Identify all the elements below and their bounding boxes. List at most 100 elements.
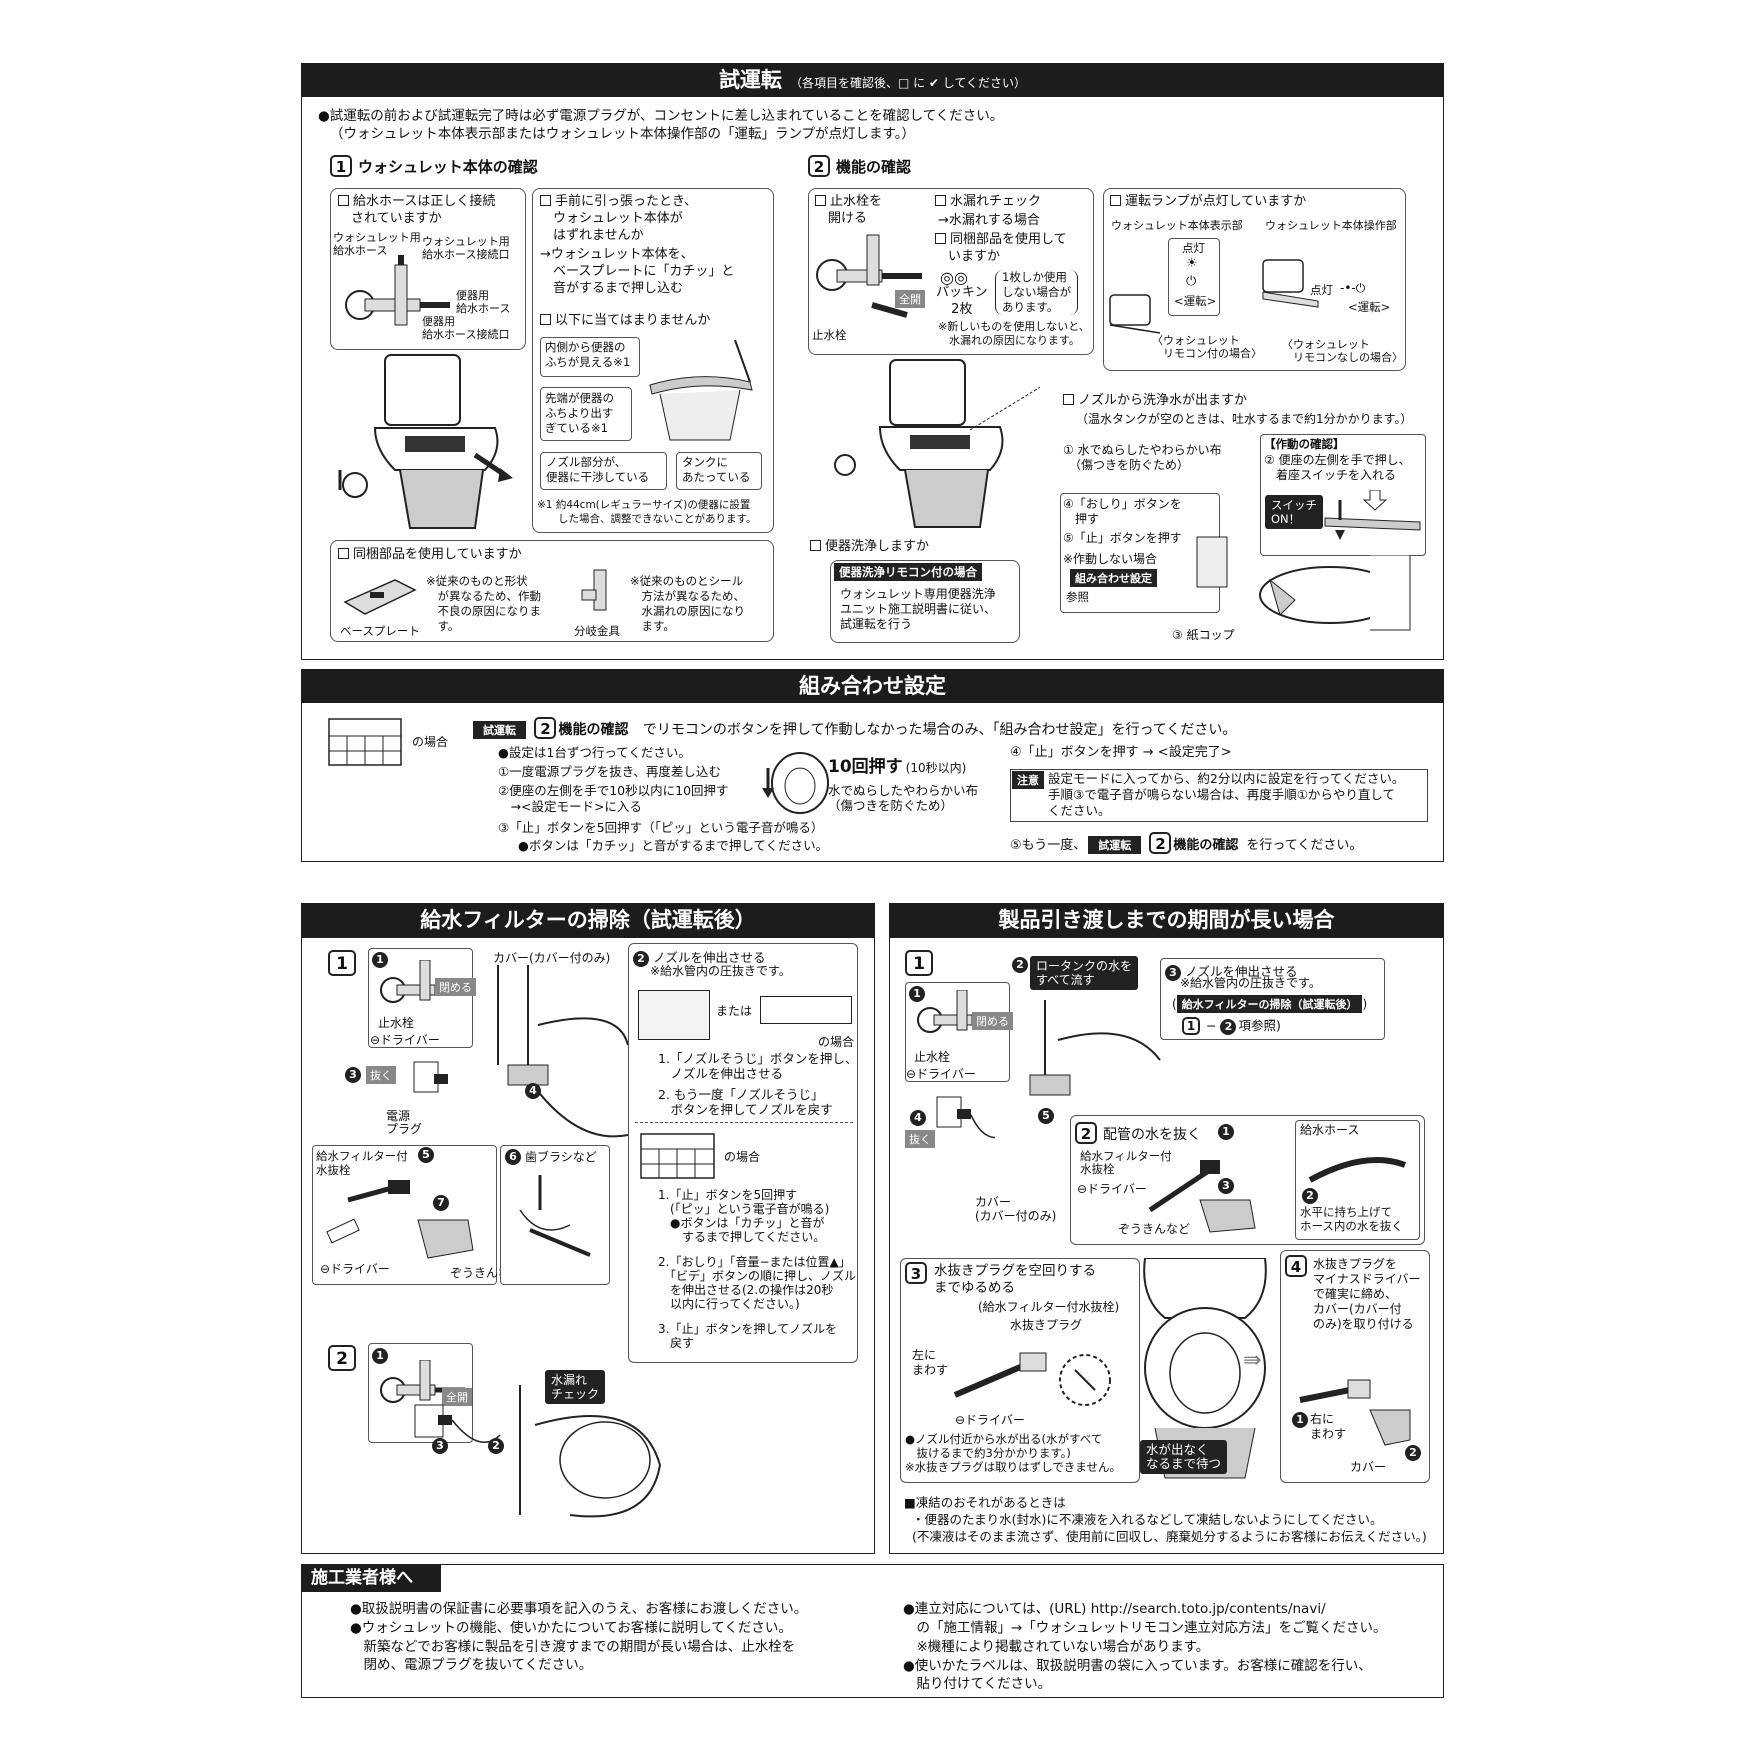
trial-title: 試運転 bbox=[718, 68, 782, 92]
nozzle-step1: ① 水でぬらしたやわらかい布 （傷つきを防ぐため） bbox=[1063, 443, 1222, 472]
parts-label-2: 分岐金具 bbox=[574, 624, 620, 638]
remote-b-icon bbox=[760, 996, 852, 1024]
brush-box bbox=[500, 1145, 610, 1285]
hose-label-2: ウォシュレット用 給水ホース接続口 bbox=[422, 235, 510, 261]
freeze-1: ・便器のたまり水(封水)に不凍液を入れるなどして凍結しないようにしてください。 bbox=[912, 1512, 1383, 1527]
checkbox[interactable] bbox=[540, 314, 551, 325]
long-step-1: 1 bbox=[905, 950, 939, 976]
checkbox[interactable] bbox=[815, 195, 826, 206]
toilet-illustration-1 bbox=[338, 354, 513, 529]
long-right-label: 右に まわす bbox=[1310, 1412, 1347, 1441]
checkbox[interactable] bbox=[540, 195, 551, 206]
seat-press-illustration bbox=[1324, 490, 1421, 540]
long-hose-label: 給水ホース bbox=[1300, 1123, 1360, 1137]
caution-tag: 注意 bbox=[1012, 771, 1044, 789]
long-cover-label: カバー (カバー付のみ) bbox=[975, 1195, 1057, 1223]
installer-r1: ●連立対応については、(URL) http://search.toto.jp/c… bbox=[903, 1601, 1326, 1617]
remote-a-icon bbox=[638, 990, 710, 1040]
combo-ten: 10回押す(10秒以内) bbox=[828, 757, 967, 777]
flush-check: 便器洗浄しますか bbox=[810, 538, 929, 555]
toilet-illustration-2 bbox=[834, 359, 1040, 528]
long-valve-label: 止水栓 bbox=[914, 1050, 951, 1064]
hose-label-4: 便器用 給水ホース接続口 bbox=[422, 315, 510, 341]
valve-label: 止水栓 bbox=[812, 328, 847, 342]
power-plug-label: 電源 プラグ bbox=[386, 1109, 423, 1136]
nozzle-divider bbox=[635, 1122, 853, 1123]
long-left-label: 左に まわす bbox=[912, 1348, 949, 1377]
checkbox[interactable] bbox=[338, 548, 349, 559]
new-note: ※新しいものを使用しないと、 水漏れの原因になります。 bbox=[938, 320, 1090, 347]
long-nozzle-note: ※給水管内の圧抜きです。 bbox=[1180, 976, 1321, 990]
long-s4-step-1-icon: 1 bbox=[1292, 1412, 1308, 1428]
checkbox[interactable] bbox=[810, 540, 821, 551]
step45-box bbox=[1060, 493, 1220, 613]
drain-box bbox=[312, 1145, 497, 1285]
combo-c1: ①一度電源プラグを抜き、再度差し込む bbox=[498, 764, 721, 779]
long-hose-note: 水平に持ち上げて ホース内の水を抜く bbox=[1300, 1205, 1403, 1233]
parts-note-2: ※従来のものとシール 方法が異なるため、 水漏れの原因になり ます。 bbox=[630, 574, 745, 633]
s2-number: 2 bbox=[808, 155, 830, 177]
lamp-display-label: ウォシュレット本体表示部 bbox=[1111, 219, 1243, 232]
lamp-display-box bbox=[1168, 238, 1220, 316]
fit-c bbox=[540, 452, 667, 490]
or-label: または bbox=[716, 1004, 753, 1018]
fit-d-text: タンクに あたっている bbox=[682, 455, 751, 484]
case-b-label: の場合 bbox=[724, 1150, 761, 1164]
step-4-icon: 4 bbox=[525, 1083, 541, 1099]
unten-label-1: <運転> bbox=[1174, 294, 1217, 308]
checkbox[interactable] bbox=[1063, 394, 1074, 405]
long-s3-illustration bbox=[953, 1352, 1111, 1406]
installer-l1: ●取扱説明書の保証書に必要事項を記入のうえ、お客様にお渡しください。 bbox=[350, 1601, 808, 1617]
flush-remote-tag: 便器洗浄リモコン付の場合 bbox=[834, 563, 982, 581]
hose-label-1: ウォシュレット用 給水ホース bbox=[333, 231, 421, 257]
op-title: 【作動の確認】 bbox=[1264, 437, 1345, 451]
combo-case: の場合 bbox=[412, 735, 449, 749]
long-s4-title: 水抜きプラグを マイナスドライバー で確実に締め、 カバー(カバー付 のみ)を取… bbox=[1313, 1257, 1421, 1331]
long-plug-label: 水抜きプラグ bbox=[1010, 1318, 1083, 1332]
combo-cloth: 水でぬらしたやわらかい布 （傷つきを防ぐため） bbox=[828, 783, 979, 813]
long-drain-step-1-icon: 1 bbox=[1218, 1124, 1234, 1140]
step-7-icon: 7 bbox=[433, 1195, 449, 1211]
long-title: 製品引き渡しまでの期間が長い場合 bbox=[998, 908, 1335, 932]
seat-press-10-illustration bbox=[762, 752, 829, 814]
unten-label-2: <運転> bbox=[1348, 300, 1391, 314]
cup-toilet-illustration bbox=[1259, 555, 1411, 631]
packing-note: 1枚しか使用 しない場合が あります。 bbox=[995, 270, 1078, 315]
installer-l2: ●ウォシュレットの機能、使いかたについてお客様に説明してください。 bbox=[350, 1620, 792, 1636]
remote-grid-icon-2 bbox=[640, 1133, 715, 1179]
remote-yes: 〈ウォシュレット リモコン付の場合〉 bbox=[1152, 334, 1262, 360]
filter-title: 給水フィルターの掃除（試運転後） bbox=[420, 908, 756, 932]
filter-cover-label: カバー(カバー付のみ) bbox=[493, 951, 611, 965]
pull-check: 手前に引っ張ったとき、 ウォシュレット本体が はずれませんか bbox=[540, 193, 697, 244]
filter-b2: 2.「おしり」「音量−または位置▲」 「ビデ」ボタンの順に押し、ノズル を伸出さ… bbox=[658, 1255, 857, 1311]
combo-header: 組み合わせ設定 bbox=[301, 669, 1444, 703]
installer-header: 施工業者様へ bbox=[301, 1564, 441, 1592]
drain-plug-label: 給水フィルター付 水抜栓 bbox=[316, 1149, 408, 1177]
hose-check-box bbox=[330, 188, 526, 350]
checkbox[interactable] bbox=[338, 195, 349, 206]
trial-title-note: （各項目を確認後、□ に ✔ してください） bbox=[789, 76, 1027, 90]
checkbox[interactable] bbox=[935, 195, 946, 206]
filter-driver2-label: ⊖ドライバー bbox=[320, 1262, 390, 1276]
long-rag-label: ぞうきんなど bbox=[1118, 1222, 1191, 1236]
hose-check: 給水ホースは正しく接続 されていますか bbox=[338, 193, 495, 227]
long-step-5-icon: 5 bbox=[1038, 1108, 1054, 1124]
installer-l3: 新築などでお客様に製品を引き渡すまでの期間が長い場合は、止水栓を 閉め、電源プラ… bbox=[363, 1639, 796, 1673]
checkbox[interactable] bbox=[935, 233, 946, 244]
valve-illustration bbox=[816, 234, 922, 318]
case-a-label: の場合 bbox=[818, 1035, 855, 1049]
long-pull-tag: 抜く bbox=[905, 1130, 935, 1148]
filter-b1: 1.「止」ボタンを5回押す (「ピッ」という電子音が鳴る) ●ボタンは「カチッ」… bbox=[658, 1188, 830, 1244]
long-hose-step-2-icon: 2 bbox=[1302, 1188, 1318, 1204]
freeze-2: (不凍液はそのまま流さず、使用前に回収し、廃棄処分するようにお客様にお伝えくださ… bbox=[912, 1529, 1427, 1544]
checkbox[interactable] bbox=[1110, 195, 1121, 206]
nozzle-check: ノズルから洗浄水が出ますか bbox=[1063, 392, 1247, 409]
combo-c2: ②便座の左側を手で10秒以内に10回押す →<設定モード>に入る bbox=[498, 783, 729, 814]
switch-on-label: スイッチ ON！ bbox=[1265, 495, 1323, 529]
long-step-1-icon: 1 bbox=[909, 986, 925, 1002]
trial-header: 試運転 （各項目を確認後、□ に ✔ してください） bbox=[301, 63, 1444, 97]
caution-box bbox=[1010, 769, 1428, 822]
